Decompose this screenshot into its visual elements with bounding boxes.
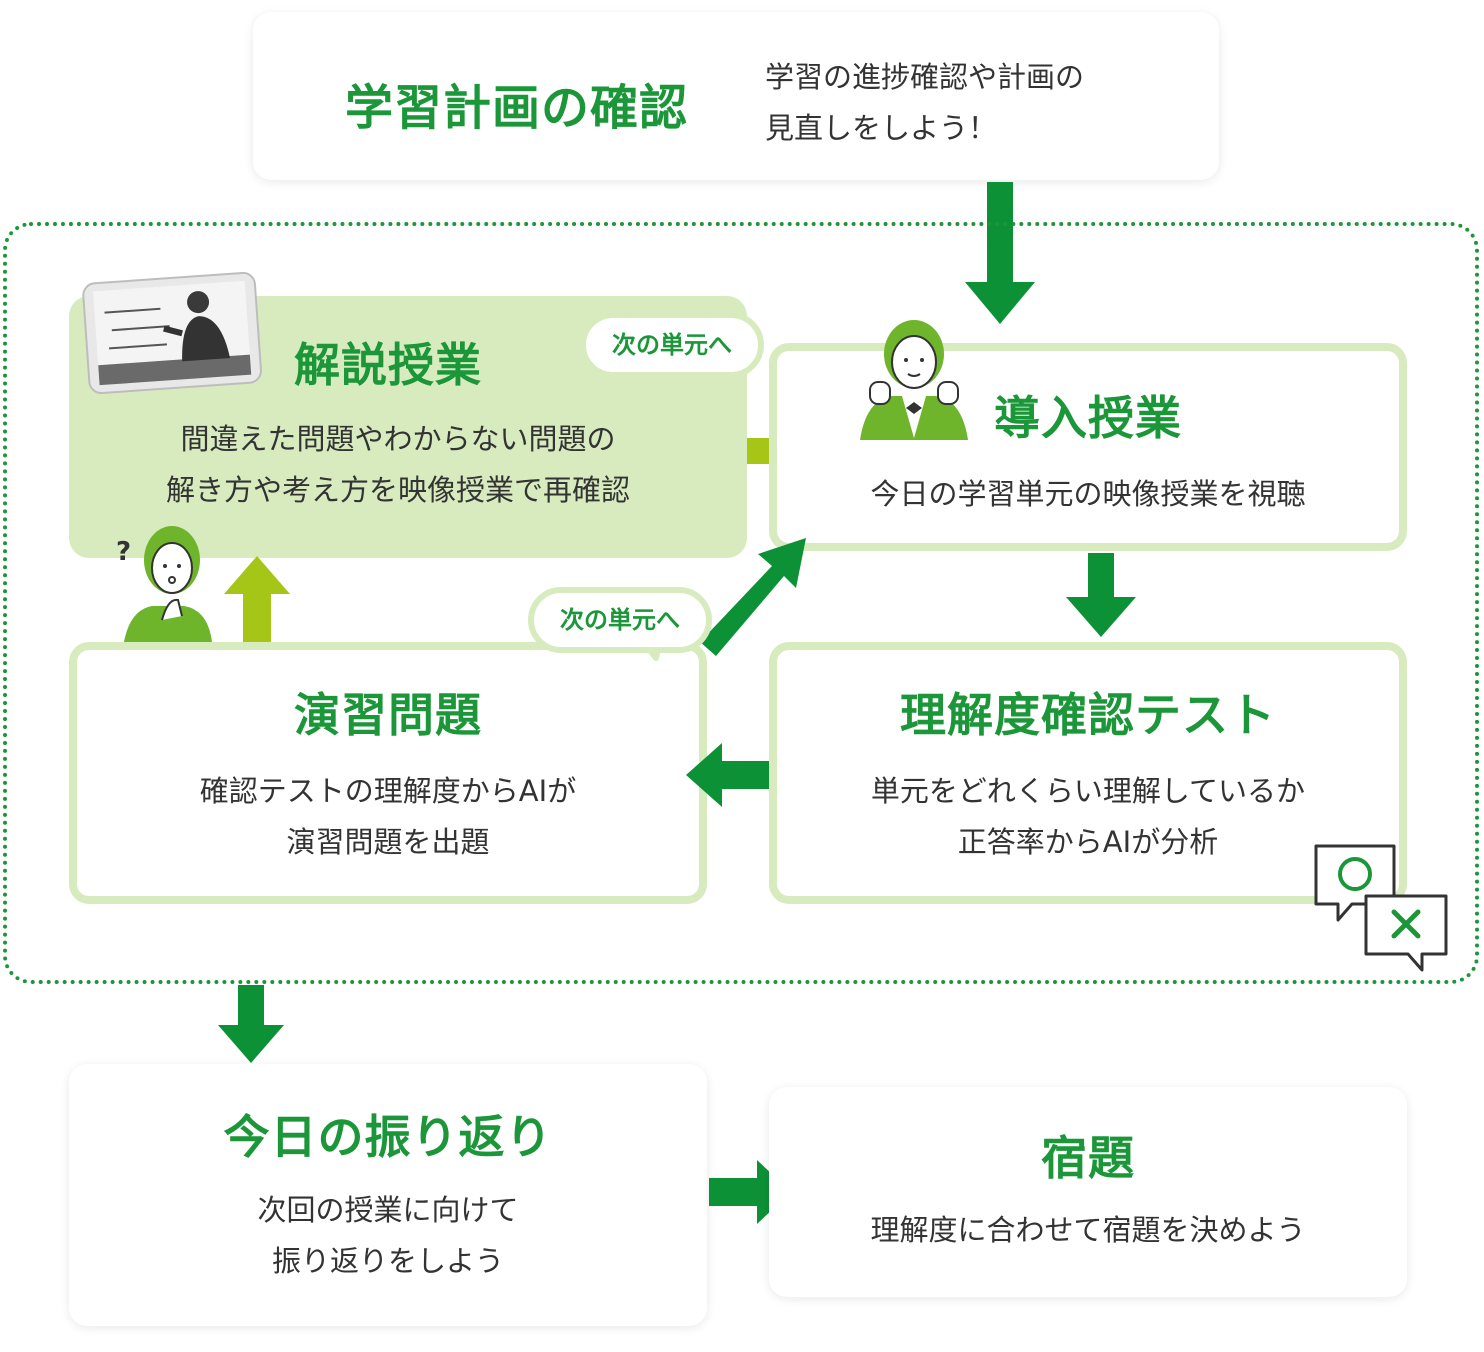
practice-next-unit-bubble: 次の単元へ (528, 587, 712, 653)
video-lesson-tablet-icon (82, 271, 262, 395)
maru-batsu-quiz-icon (1314, 844, 1448, 972)
svg-text:?: ? (116, 537, 131, 567)
test-title: 理解度確認テスト (900, 688, 1276, 742)
arrow-intro-to-test (1066, 553, 1136, 637)
cheering-student-icon (860, 320, 968, 440)
arrow-loop-to-review (218, 985, 284, 1063)
intro-title: 導入授業 (994, 391, 1182, 445)
explanation-description: 間違えた問題やわからない問題の 解き方や考え方を映像授業で再確認 (165, 422, 630, 507)
practice-description: 確認テストの理解度からAIが 演習問題を出題 (199, 774, 577, 859)
review-title: 今日の振り返り (223, 1110, 553, 1164)
intro-card: 導入授業 今日の学習単元の映像授業を視聴 (769, 343, 1407, 551)
explanation-next-unit-bubble: 次の単元へ (580, 312, 764, 378)
homework-card: 宿題 理解度に合わせて宿題を決めよう (769, 1087, 1407, 1297)
learning-loop-frame (3, 222, 1479, 984)
arrow-plan-to-intro (965, 182, 1035, 324)
arrow-practice-to-explanation (224, 556, 290, 642)
explanation-title: 解説授業 (294, 338, 482, 392)
review-description: 次回の授業に向けて 振り返りをしよう (257, 1193, 519, 1278)
homework-description: 理解度に合わせて宿題を決めよう (870, 1213, 1306, 1247)
homework-title: 宿題 (1041, 1131, 1135, 1185)
thinking-student-icon: ? (116, 526, 212, 642)
plan-card: 学習計画の確認 学習の進捗確認や計画の 見直しをしよう！ (253, 12, 1219, 180)
practice-title: 演習問題 (294, 688, 482, 742)
arrow-practice-to-intro (700, 538, 806, 656)
test-card: 理解度確認テスト 単元をどれくらい理解しているか 正答率からAIが分析 (769, 642, 1407, 904)
practice-card: 演習問題 確認テストの理解度からAIが 演習問題を出題 (69, 642, 707, 904)
plan-title: 学習計画の確認 (345, 80, 689, 136)
intro-description: 今日の学習単元の映像授業を視聴 (870, 477, 1306, 511)
review-card: 今日の振り返り 次回の授業に向けて 振り返りをしよう (69, 1064, 707, 1326)
arrow-test-to-practice (686, 743, 770, 807)
test-description: 単元をどれくらい理解しているか 正答率からAIが分析 (870, 774, 1306, 859)
plan-description: 学習の進捗確認や計画の 見直しをしよう！ (765, 60, 1085, 145)
